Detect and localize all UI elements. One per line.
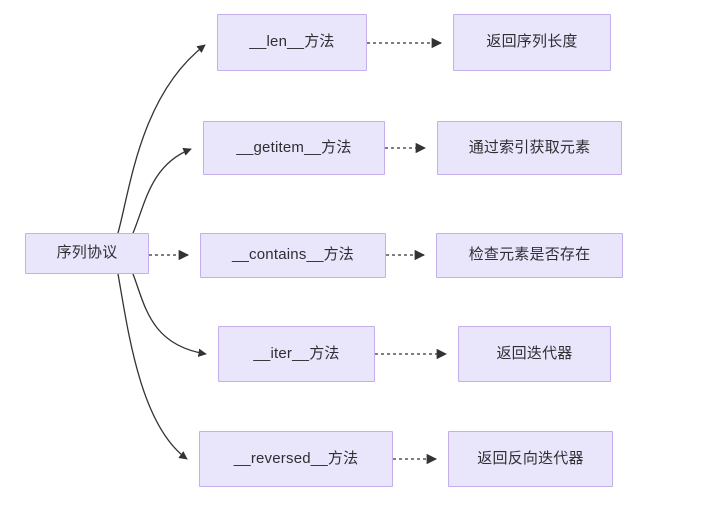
node-contains-method-label: __contains__方法 [231,246,355,264]
node-root[interactable]: 序列协议 [25,233,149,274]
node-contains-method[interactable]: __contains__方法 [200,233,386,278]
node-reversed-method[interactable]: __reversed__方法 [199,431,393,487]
node-contains-result[interactable]: 检查元素是否存在 [436,233,623,278]
node-contains-result-label: 检查元素是否存在 [468,246,591,264]
node-len-result[interactable]: 返回序列长度 [453,14,611,71]
node-reversed-result[interactable]: 返回反向迭代器 [448,431,613,487]
node-root-label: 序列协议 [56,244,118,262]
node-getitem-result[interactable]: 通过索引获取元素 [437,121,622,175]
node-len-result-label: 返回序列长度 [486,33,578,51]
node-getitem-result-label: 通过索引获取元素 [468,138,591,156]
node-iter-result[interactable]: 返回迭代器 [458,326,611,382]
node-reversed-result-label: 返回反向迭代器 [477,449,584,467]
node-getitem-method-label: __getitem__方法 [236,138,352,156]
node-len-method-label: __len__方法 [249,33,335,51]
edge-root-to-getitem [132,147,192,234]
edge-root-to-iter [132,273,207,357]
edge-root-to-reversed [117,273,188,460]
node-iter-method-label: __iter__方法 [253,344,340,362]
node-iter-result-label: 返回迭代器 [496,344,573,362]
node-reversed-method-label: __reversed__方法 [233,449,359,467]
edge-root-to-len [117,44,206,234]
node-iter-method[interactable]: __iter__方法 [218,326,375,382]
node-len-method[interactable]: __len__方法 [217,14,367,71]
node-getitem-method[interactable]: __getitem__方法 [203,121,385,175]
